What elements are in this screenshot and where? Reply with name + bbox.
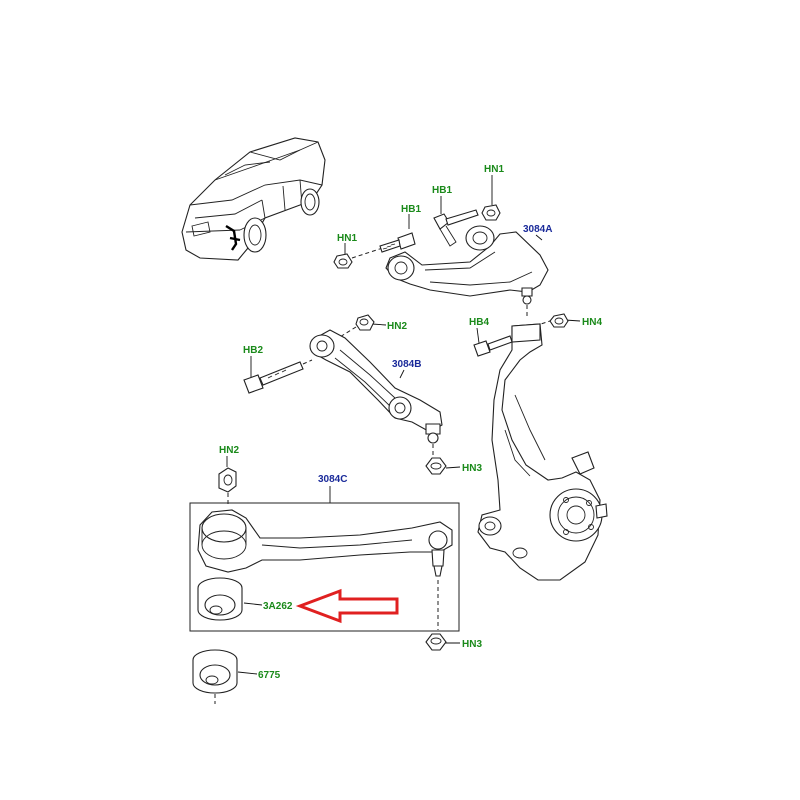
lower-arm-assembly-box: [189, 502, 460, 632]
label-hn3-bottom: HN3: [462, 639, 482, 650]
label-hn2-top: HN2: [387, 321, 407, 332]
label-hn1-left: HN1: [337, 233, 357, 244]
lower-control-arm: [197, 509, 453, 630]
label-lower-arm: 3084C: [318, 474, 347, 485]
label-hn2-left: HN2: [219, 445, 239, 456]
nut-hn1-left: [333, 253, 353, 269]
nut-hn2-left: [218, 467, 237, 505]
bolt-hb2: [243, 359, 313, 394]
nut-hn2-top: [355, 314, 375, 331]
label-hn4: HN4: [582, 317, 602, 328]
bolt-hb4: [473, 333, 523, 357]
label-hb1-right: HB1: [432, 185, 452, 196]
bolt-hb1-right: [433, 209, 479, 247]
label-hb4: HB4: [469, 317, 489, 328]
label-hn3-top: HN3: [462, 463, 482, 474]
label-upper-arm: 3084A: [523, 224, 552, 235]
bolt-hb1-left: [379, 232, 416, 253]
highlight-arrow: [295, 588, 399, 624]
upper-control-arm: [333, 204, 549, 318]
label-bushing-alt: 6775: [258, 670, 281, 681]
leader-lines: [226, 175, 581, 675]
label-hn1-right: HN1: [484, 164, 504, 175]
part-labels: HN1 HB1 HB1 HN1 3084A HN2 HB2 3084B HB4 …: [219, 164, 602, 681]
label-mid-arm: 3084B: [392, 359, 421, 370]
label-hb1-left: HB1: [401, 204, 421, 215]
nut-hn3-top: [425, 457, 447, 475]
nut-hn3-bottom: [425, 633, 447, 651]
middle-control-arm: [243, 314, 443, 458]
bushing-3a262: [197, 577, 243, 621]
steering-knuckle: [477, 323, 608, 581]
nut-hn1-right: [481, 204, 501, 221]
vehicle-thumbnail: [181, 137, 326, 261]
label-bushing: 3A262: [263, 601, 293, 612]
label-hb2: HB2: [243, 345, 263, 356]
bushing-6775: [192, 649, 238, 704]
